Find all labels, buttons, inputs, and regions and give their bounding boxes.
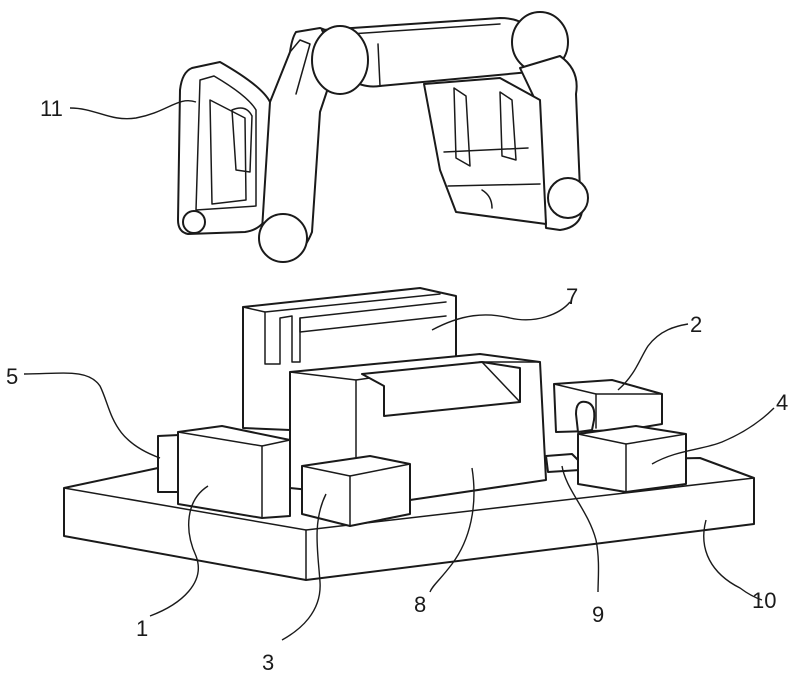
part-2-right-block [554, 380, 662, 432]
part-4-right-front-block [578, 426, 686, 492]
leader-2 [618, 324, 688, 390]
label-10: 10 [752, 588, 776, 613]
leader-11 [70, 101, 196, 119]
label-9: 9 [592, 602, 604, 627]
label-7: 7 [566, 284, 578, 309]
leader-5 [24, 373, 160, 458]
label-8: 8 [414, 592, 426, 617]
label-4: 4 [776, 390, 788, 415]
label-1: 1 [136, 616, 148, 641]
label-3: 3 [262, 650, 274, 675]
label-2: 2 [690, 312, 702, 337]
label-5: 5 [6, 364, 18, 389]
part-1-front-left-block [178, 426, 290, 518]
part-11-clip [178, 12, 588, 262]
label-11: 11 [40, 96, 63, 121]
